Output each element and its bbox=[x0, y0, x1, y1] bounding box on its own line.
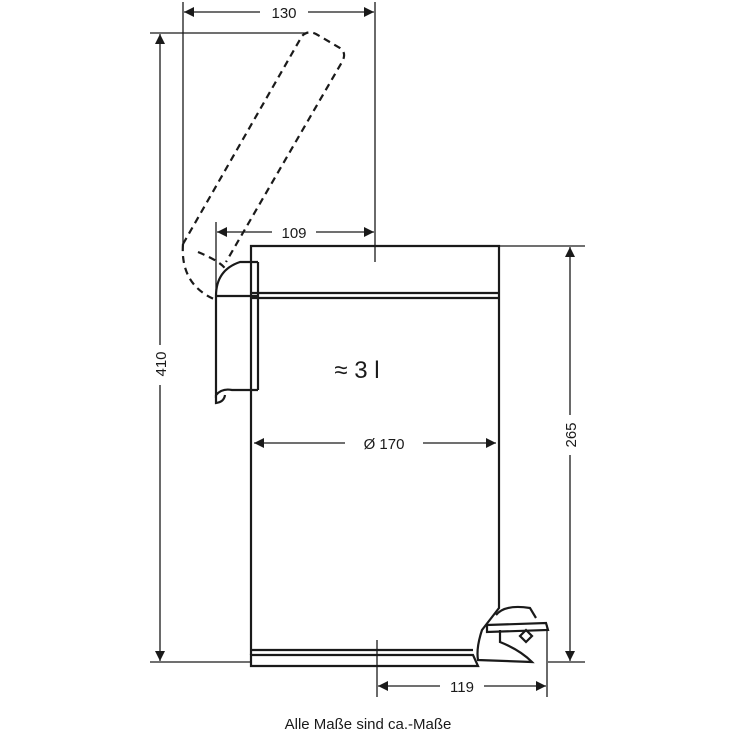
dim-109-label: 109 bbox=[281, 225, 306, 242]
dim-410-label: 410 bbox=[153, 351, 170, 376]
volume-label: ≈ 3 l bbox=[334, 357, 379, 384]
bin-base bbox=[249, 648, 480, 668]
dim-130-label: 130 bbox=[271, 5, 296, 22]
foot-pedal bbox=[476, 600, 535, 664]
lid-handle bbox=[214, 260, 258, 398]
bin-body bbox=[249, 244, 501, 655]
dim-265-label: 265 bbox=[563, 422, 580, 447]
dim-119-label: 119 bbox=[450, 679, 474, 696]
bin-outline bbox=[181, 31, 550, 668]
caption: Alle Maße sind ca.-Maße bbox=[284, 716, 452, 733]
dim-diameter-label: Ø 170 bbox=[364, 436, 405, 453]
open-lid-dashed bbox=[182, 31, 346, 263]
